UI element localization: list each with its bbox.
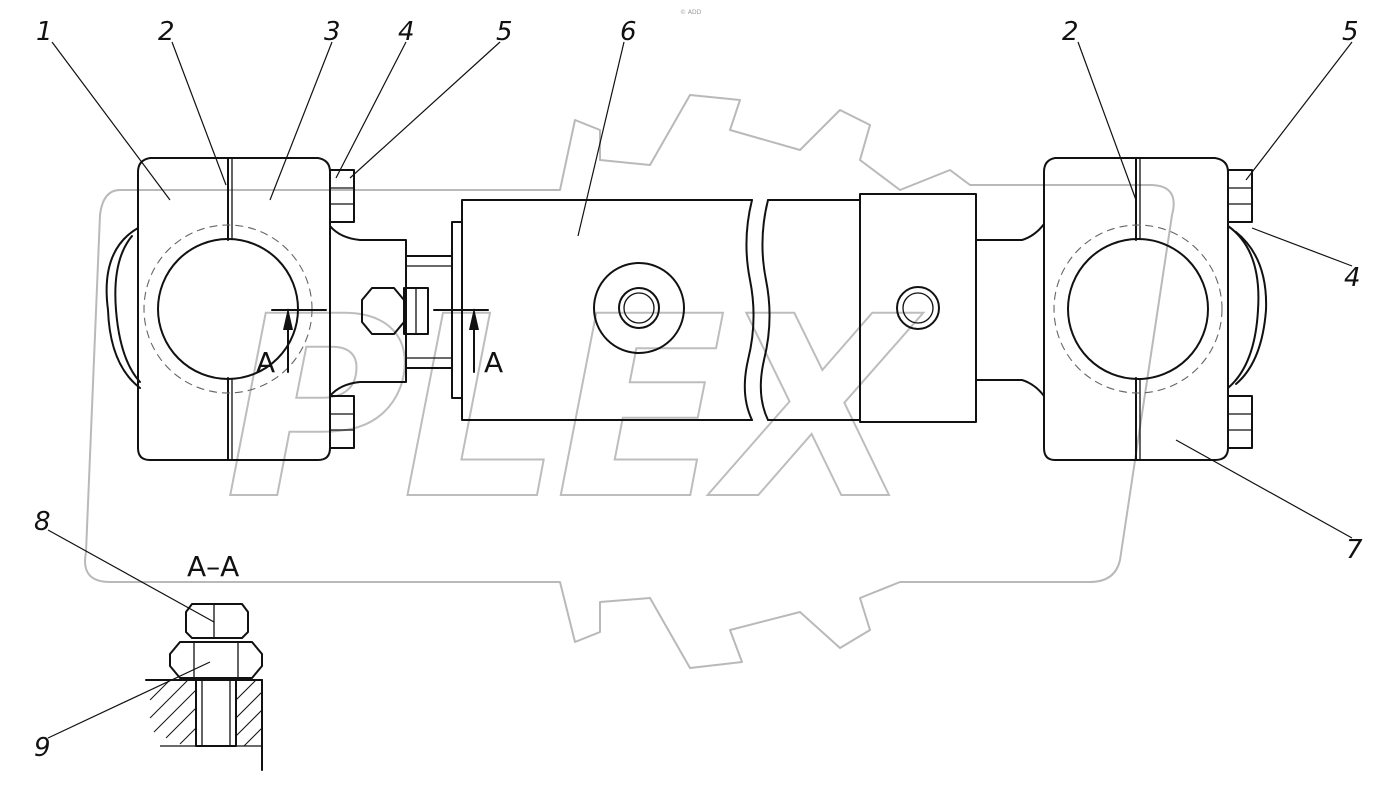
callout-8: 8 bbox=[34, 507, 51, 537]
section-mark-right: A bbox=[484, 346, 503, 379]
right-clamp-bolts bbox=[1227, 169, 1253, 449]
callout-2-right: 2 bbox=[1062, 17, 1079, 47]
leader-4-left bbox=[335, 41, 407, 179]
callout-5-left: 5 bbox=[496, 17, 513, 47]
callout-1: 1 bbox=[36, 17, 53, 47]
central-tube bbox=[451, 199, 861, 421]
section-cut-left: A bbox=[256, 308, 327, 379]
callout-9: 9 bbox=[34, 733, 51, 763]
leader-2-left bbox=[171, 41, 227, 186]
callout-7: 7 bbox=[1346, 535, 1363, 565]
leader-4-right bbox=[1251, 227, 1353, 267]
section-view: A–A bbox=[145, 550, 263, 771]
sliding-sleeve bbox=[859, 193, 977, 423]
leader-9 bbox=[47, 661, 211, 739]
leader-lines bbox=[47, 41, 1353, 739]
leader-8 bbox=[47, 529, 215, 623]
callout-4-left: 4 bbox=[398, 17, 415, 47]
leader-5-right bbox=[1245, 41, 1353, 181]
callout-2-left: 2 bbox=[158, 17, 175, 47]
callout-numbers: 1 2 3 4 5 6 2 5 4 7 8 9 bbox=[34, 17, 1363, 763]
watermark-gear bbox=[84, 94, 1175, 669]
right-neck bbox=[975, 223, 1045, 397]
leader-7 bbox=[1175, 439, 1353, 539]
watermark-text: PLEX bbox=[225, 263, 923, 554]
right-clamp bbox=[1043, 157, 1268, 461]
leader-6 bbox=[577, 41, 625, 237]
left-clamp-bolts bbox=[329, 169, 355, 449]
callout-6: 6 bbox=[620, 17, 637, 47]
section-view-title: A–A bbox=[187, 550, 239, 583]
leader-1 bbox=[51, 41, 171, 201]
section-cut-right: A bbox=[433, 308, 503, 379]
callout-3: 3 bbox=[324, 17, 341, 47]
leader-5-left bbox=[349, 41, 501, 179]
leader-2-right bbox=[1077, 41, 1137, 201]
watermark-letters: PLEX bbox=[224, 262, 930, 555]
leader-3 bbox=[269, 41, 333, 201]
watermark-corner-text: © ADD bbox=[680, 9, 702, 16]
callout-5-right: 5 bbox=[1342, 17, 1359, 47]
section-mark-left: A bbox=[256, 346, 275, 379]
callout-4-right: 4 bbox=[1344, 263, 1361, 293]
